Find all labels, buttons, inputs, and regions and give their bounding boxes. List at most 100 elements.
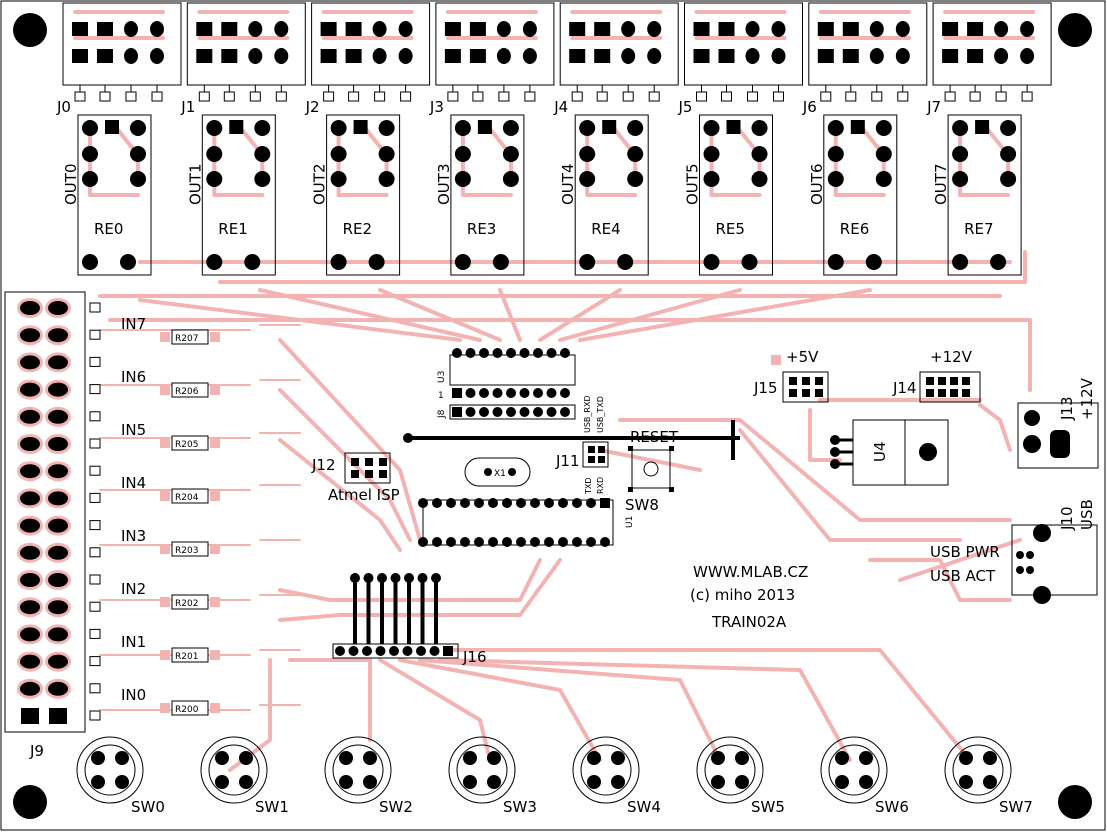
j8-pad (465, 407, 476, 417)
relay-pad (82, 254, 98, 270)
resistor-pad (160, 597, 170, 607)
j14-pad (926, 377, 934, 385)
j8-label: J8 (437, 409, 447, 419)
u4-tab-hole (919, 443, 937, 461)
switch-sw2: SW2 (324, 736, 413, 816)
header-smd-pad (151, 91, 163, 102)
sw8-pad (669, 446, 674, 451)
j13-outline (1017, 402, 1099, 469)
j9-pad (48, 409, 68, 424)
relay-pad-square (726, 120, 741, 134)
j16-label: J16 (462, 648, 487, 666)
header-pad (1020, 48, 1035, 64)
switch-pad (587, 775, 601, 789)
u3-pad (465, 348, 476, 358)
u4-label: U4 (871, 441, 889, 462)
u1-pad (600, 537, 610, 547)
j15-pad (802, 377, 810, 385)
relay-pad-square (975, 120, 990, 134)
relay-trace (833, 128, 886, 197)
header-pad (621, 48, 636, 64)
resistor-outline (171, 329, 209, 345)
j13-voltage-label: +12V (1078, 377, 1096, 420)
resistor-outline (171, 647, 209, 663)
relay-pad-square (105, 120, 119, 134)
switch-pad (835, 775, 849, 789)
j9-pad (48, 301, 68, 315)
header-pad (150, 21, 164, 37)
relay-pad (82, 171, 98, 187)
header-trace (943, 10, 1036, 40)
j9-pad (48, 437, 68, 451)
j8-outline (449, 404, 576, 420)
header-outline (62, 2, 182, 86)
header-smd-pad (275, 91, 287, 102)
relay-pad (875, 120, 892, 136)
header-pad (771, 48, 786, 64)
header-pad (693, 22, 710, 36)
j16-component: J16 (332, 573, 487, 666)
header-pad (1020, 21, 1035, 37)
header-j3: J3 (429, 2, 555, 116)
u1-label: U1 (625, 516, 635, 528)
input-label: IN3 (121, 527, 146, 545)
switch-pad (711, 775, 725, 789)
header-smd-pad (648, 91, 660, 102)
sw8-pad (628, 487, 633, 492)
relay-pad (120, 254, 136, 270)
j11-pad (588, 456, 595, 463)
relay-pad (952, 120, 969, 136)
j9-pad (48, 328, 68, 343)
switch-pad (611, 775, 625, 789)
relay-pad (378, 171, 395, 187)
header-pad (444, 49, 461, 63)
switch-pad (983, 775, 997, 789)
plus12v-label: +12V (930, 348, 973, 366)
j14-pad (950, 389, 958, 397)
switch-label: SW2 (379, 798, 413, 816)
switch-pad (959, 751, 973, 765)
relay-pad (502, 146, 519, 162)
header-pad (444, 22, 461, 36)
relay-label: RE0 (94, 220, 123, 238)
switch-pad (959, 775, 973, 789)
header-pad (320, 22, 337, 36)
j12-outline (344, 452, 391, 484)
output-label: OUT3 (435, 164, 453, 206)
j15-pad (815, 389, 823, 397)
j8-pad (533, 407, 543, 417)
switch-pad (363, 775, 377, 789)
relay-pad (130, 120, 146, 136)
board-name-label: TRAIN02A (711, 613, 787, 631)
relay-pad (741, 254, 758, 270)
header-j2: J2 (305, 2, 431, 116)
header-smd-pad (696, 91, 707, 102)
u1-pad (460, 537, 470, 547)
u3-pad (506, 348, 516, 358)
switch-ring (952, 744, 1004, 796)
relay-label: RE2 (343, 220, 372, 238)
switch-pad (983, 751, 997, 765)
reset-label: RESET (630, 428, 679, 446)
j9-smd-pad (89, 601, 101, 612)
j9-smd-pad (89, 520, 101, 531)
header-smd-pad (348, 91, 360, 102)
header-smd-pad (99, 91, 111, 102)
usb-rxd-label: USB_RXD (583, 395, 592, 433)
j9-connector (4, 291, 101, 733)
resistor-outline (171, 435, 209, 451)
plus5v-label: +5V (786, 348, 819, 366)
relay-pad (703, 254, 720, 270)
switch-label: SW1 (255, 798, 289, 816)
header-pad (817, 49, 834, 63)
j9-pad (20, 545, 40, 560)
switch-ring (580, 744, 632, 796)
header-trace (197, 10, 290, 40)
switch-pad (115, 751, 129, 765)
relay-outline (947, 114, 1022, 276)
